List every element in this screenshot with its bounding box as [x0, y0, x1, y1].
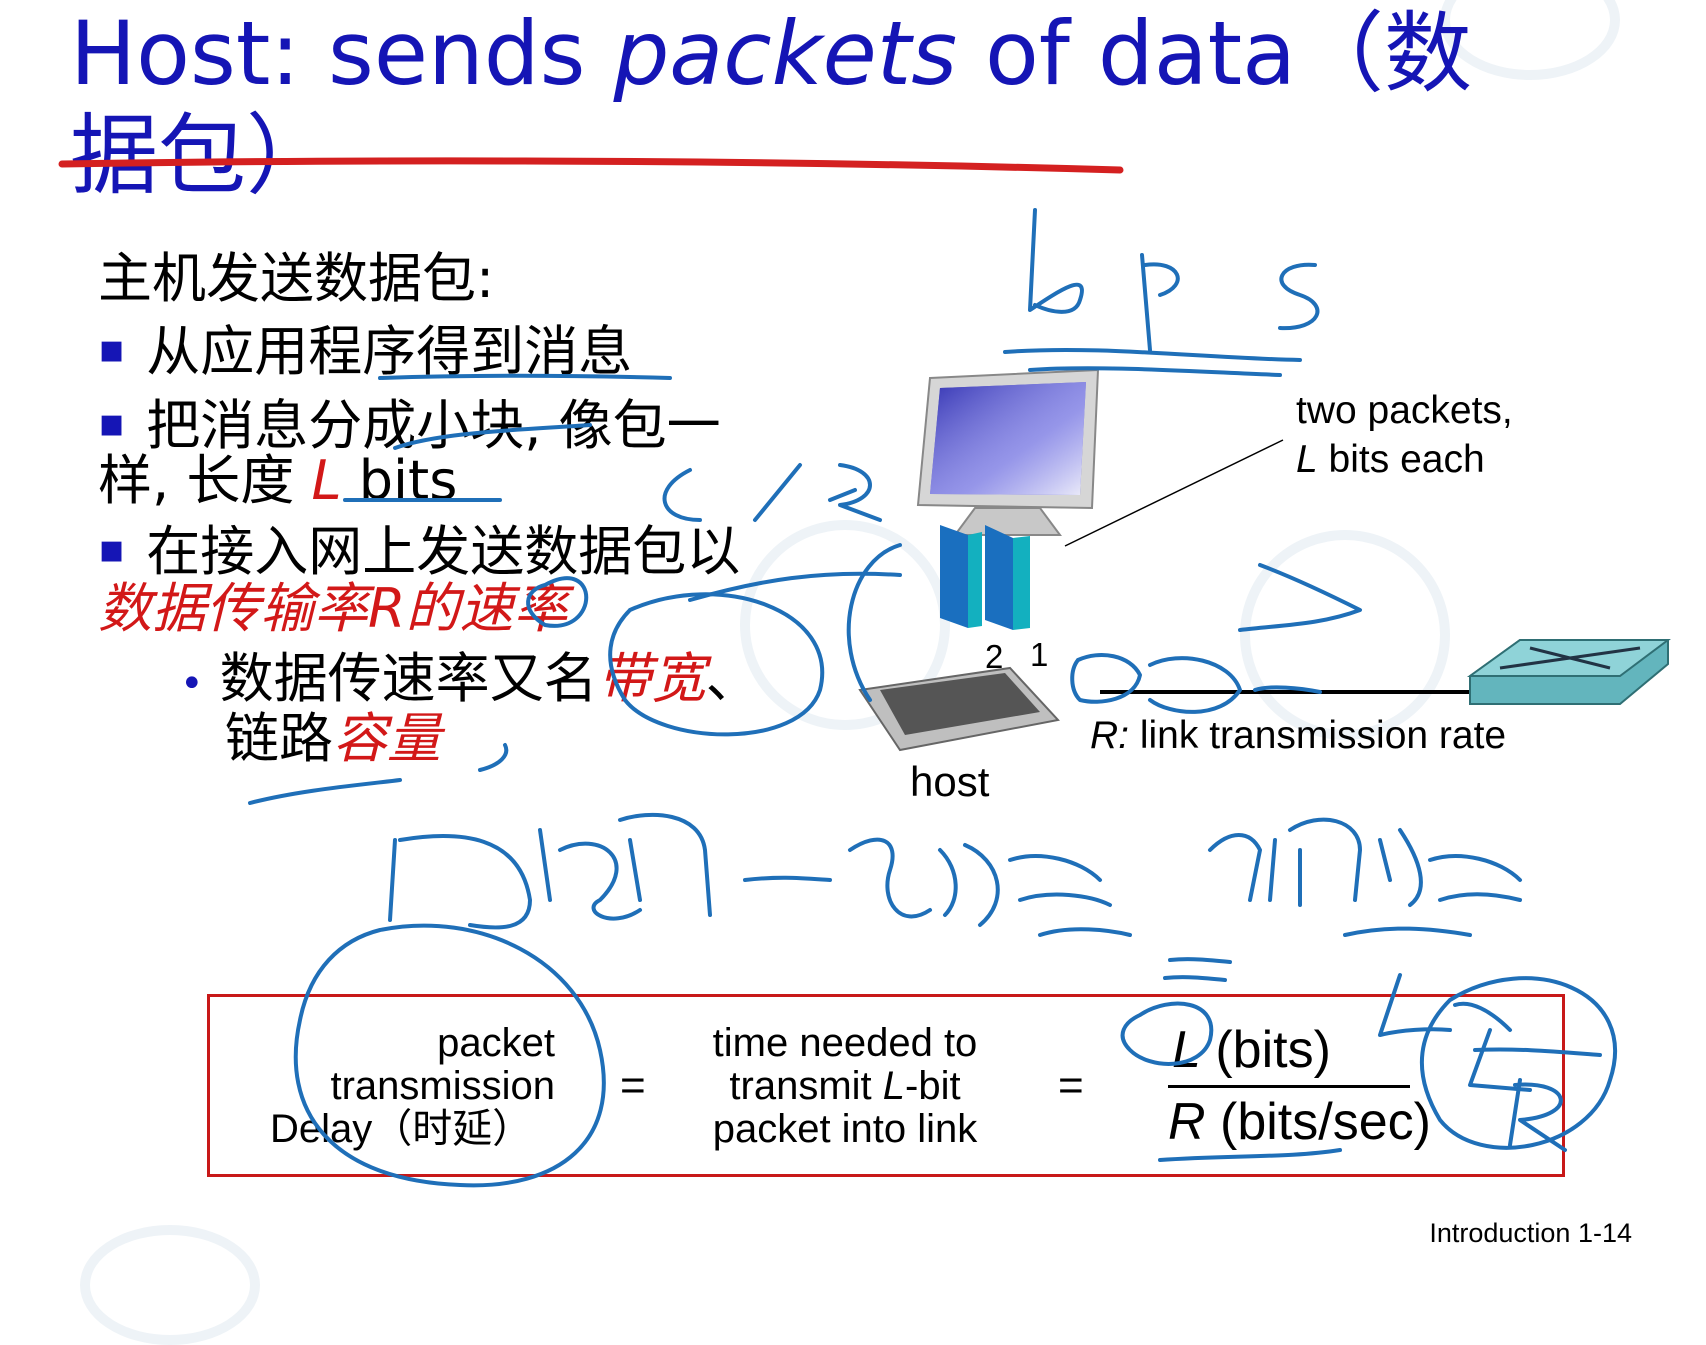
watermark-seal	[1240, 530, 1450, 740]
sub-bandwidth: 带宽	[597, 647, 706, 710]
ink-scribble	[753, 463, 802, 522]
packet-number-1: 1	[1030, 636, 1049, 673]
time-needed-prefix: transmit	[729, 1064, 883, 1108]
packet-number-2: 2	[985, 638, 1004, 675]
time-needed-suffix: -bit	[905, 1064, 961, 1108]
denominator-R: R	[1168, 1093, 1206, 1151]
ink-handwriting	[743, 875, 832, 882]
host-label: host	[910, 758, 990, 805]
watermark-seal	[80, 1225, 260, 1345]
ink-scribble	[1140, 253, 1180, 352]
title-italic: packets	[613, 2, 958, 105]
sub-capacity: 容量	[333, 707, 441, 770]
ink-underline	[478, 743, 509, 772]
bullet-2-line1: 把消息分成小块, 像包一	[146, 394, 721, 457]
fraction-numerator: L (bits)	[1172, 1022, 1331, 1078]
time-needed-line1: time needed to	[712, 1021, 978, 1065]
slide-title: Host: sends packets of data（数	[70, 0, 1550, 108]
delay-line1: packet	[437, 1021, 555, 1065]
ink-handwriting	[618, 812, 712, 917]
packets-label-rest: bits each	[1317, 438, 1485, 481]
bullet-3-line1: 在接入网上发送数据包以	[146, 520, 741, 583]
bullet-2-line2: 样, 长度 L bits	[98, 450, 457, 512]
intro-text: 主机发送数据包:	[98, 247, 495, 310]
delay-line3: Delay（时延）	[270, 1107, 533, 1151]
ink-scribble	[1148, 656, 1242, 714]
ink-scribble	[1003, 347, 1302, 362]
sub-bullet-dot: •	[180, 661, 204, 707]
link-rate-label: R: link transmission rate	[1090, 714, 1506, 758]
ink-handwriting	[1288, 817, 1362, 907]
ink-handwriting	[1038, 927, 1132, 937]
page-label: Introduction 1-14	[1429, 1218, 1632, 1248]
watermark-seal	[740, 520, 950, 730]
bullet-3-line2: 数据传输率R的速率	[98, 577, 568, 640]
delay-term: packet transmission	[265, 1022, 555, 1108]
packets-label: two packets, L bits each	[1296, 386, 1513, 484]
ink-handwriting	[388, 834, 532, 930]
sub-bullet-line1: • 数据传速率又名带宽、	[180, 648, 760, 715]
sub-suffix: 、	[705, 647, 760, 710]
slide-title-line2: 据包）	[70, 104, 335, 207]
bullet-2-suffix: bits	[341, 449, 458, 512]
ink-handwriting	[1378, 828, 1423, 907]
ink-handwriting	[1008, 854, 1112, 907]
link-rate-rest: link transmission rate	[1129, 714, 1507, 757]
time-needed-L: L	[882, 1064, 906, 1108]
time-needed-line2: transmit L-bit	[680, 1065, 1010, 1108]
time-needed-line3: packet into link	[712, 1107, 978, 1151]
ink-handwriting	[1428, 854, 1522, 902]
sub-line2-prefix: 链路	[225, 707, 333, 770]
ink-equals	[1168, 957, 1232, 964]
delay-line2: transmission	[330, 1064, 555, 1108]
bullet-1-text: 从应用程序得到消息	[146, 320, 633, 383]
ink-scribble	[1070, 653, 1142, 704]
bullet-2: 把消息分成小块, 像包一	[98, 392, 721, 457]
ink-handwriting	[1343, 926, 1472, 937]
ink-scribble	[1028, 366, 1282, 377]
ink-underline	[248, 778, 402, 805]
sub-prefix: 数据传速率又名	[219, 647, 598, 710]
time-needed-term: time needed to transmit L-bit packet int…	[680, 1022, 1010, 1151]
sub-bullet-line2: 链路容量	[225, 708, 441, 770]
fraction-bar	[1168, 1085, 1410, 1088]
ink-handwriting	[848, 837, 932, 919]
packets-label-line2: L bits each	[1296, 435, 1513, 484]
link-rate-R: R:	[1090, 714, 1129, 757]
numerator-rest: (bits)	[1200, 1021, 1331, 1079]
ink-scribble	[662, 468, 702, 522]
bullet-2-L: L	[311, 449, 342, 512]
ink-scribble	[1028, 208, 1084, 314]
ink-equals	[1163, 975, 1227, 982]
title-suffix: of data（数	[957, 2, 1473, 105]
computer-monitor-icon	[916, 368, 1100, 536]
equals-sign-2: =	[1058, 1061, 1084, 1110]
label-pointer-line	[1064, 439, 1284, 547]
bullet-2-prefix: 样, 长度	[98, 449, 312, 512]
bullet-3: 在接入网上发送数据包以	[98, 518, 740, 583]
packets-label-L: L	[1296, 438, 1318, 481]
ink-scribble	[828, 463, 882, 522]
ink-handwriting	[1208, 833, 1277, 902]
ink-handwriting	[538, 828, 642, 921]
ink-handwriting	[938, 843, 1000, 927]
title-prefix: Host: sends	[70, 2, 614, 105]
fraction-denominator: R (bits/sec)	[1168, 1094, 1431, 1150]
bullet-1: 从应用程序得到消息	[98, 318, 632, 383]
equals-sign-1: =	[620, 1061, 646, 1110]
ink-scribble	[1278, 262, 1320, 331]
numerator-L: L	[1172, 1021, 1201, 1079]
packets-label-line1: two packets,	[1296, 389, 1513, 432]
denominator-rest: (bits/sec)	[1205, 1093, 1431, 1151]
switch-icon	[1466, 639, 1671, 705]
packet-icon	[985, 525, 1030, 630]
